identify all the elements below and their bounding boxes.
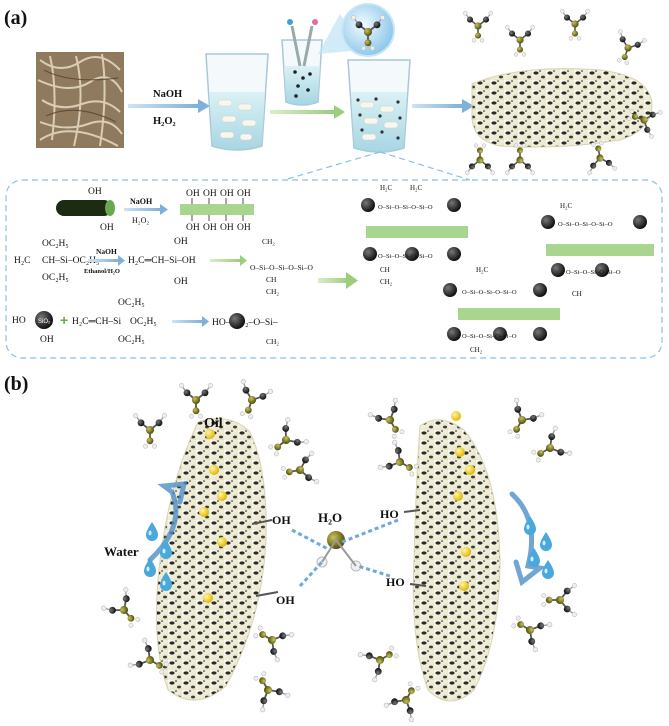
- row1-arrow-bottom: H₂O₂: [132, 216, 149, 225]
- pretreatment-arrow: [128, 99, 210, 113]
- aerogel-right: [357, 397, 577, 723]
- row3-oc2h5-mid: OC₂H₅: [130, 317, 157, 327]
- panel-b-label: (b): [4, 373, 28, 395]
- silane-h2c: H₂C: [14, 256, 31, 266]
- scheme-row-sio2-grafting: HO SiO₂ OH + H₂C═CH–Si OC₂H₅ OC₂H₅ OC₂H₅…: [12, 298, 279, 346]
- reagent-h2o2: H₂O₂: [153, 116, 176, 127]
- modified-aerogel: [463, 9, 663, 175]
- net-chain-3: O–Si–O–Si–O–Si–O: [558, 221, 613, 228]
- net-chain-1: O–Si–O–Si–O–Si–O: [378, 204, 433, 211]
- net-ch2-2: CH₂: [470, 346, 483, 354]
- arrow-to-network: [318, 272, 358, 289]
- hydroxyl-left-upper: OH: [272, 513, 291, 527]
- net-chain-6: O–Si–O–Si–O–Si–O: [462, 333, 517, 340]
- oh-up-4: OH: [237, 189, 251, 199]
- net-chain-4: O–Si–O–Si–O–Si–O: [566, 269, 621, 276]
- oil-label: Oil: [204, 416, 223, 431]
- reagent-naoh: NaOH: [153, 89, 182, 100]
- oh-down-4: OH: [237, 223, 251, 233]
- beaker-treated-fibers: [206, 54, 268, 150]
- row3-oc2h5-top: OC₂H₅: [118, 298, 145, 308]
- silane-oc2h5-top: OC₂H₅: [42, 239, 69, 249]
- panel-a-label: (a): [4, 7, 27, 29]
- water-molecule: [317, 531, 361, 571]
- water-label: Water: [104, 544, 139, 559]
- net-chain-2: O–Si–O–Si–O–Si–O: [378, 253, 433, 260]
- siloxane-ch2-b: CH₂: [266, 287, 279, 296]
- siloxane-ch-a: CH: [266, 275, 277, 284]
- sio2-label-a: SiO₂: [38, 319, 51, 325]
- net-h2c-2: H₂C: [410, 184, 422, 192]
- oh-up-3: OH: [220, 189, 234, 199]
- grafted-ch2: CH₂: [266, 337, 279, 346]
- oh-down-3: OH: [220, 223, 234, 233]
- hydroxyl-right-lower: HO: [386, 575, 405, 589]
- row2-arrow-top: NaOH: [96, 247, 117, 256]
- row1-arrow-top: NaOH: [130, 197, 153, 206]
- oh-up-1: OH: [186, 189, 200, 199]
- silica-network: H₂C H₂C O–Si–O–Si–O–Si–O O–Si–O–Si–O–Si–…: [361, 184, 654, 354]
- beaker-silane: [282, 19, 322, 105]
- raw-fiber-photo: [36, 52, 124, 148]
- net-ch-1: CH: [380, 266, 390, 274]
- sio2-ho: HO: [12, 316, 26, 326]
- silane-oc2h5-bottom: OC₂H₅: [42, 273, 69, 283]
- silanol-oh-a: OH: [174, 237, 188, 247]
- net-ch2-1: CH₂: [380, 278, 393, 286]
- hydroxyl-left-lower: OH: [276, 593, 295, 607]
- beaker-modified-fibers: [348, 60, 410, 152]
- silanol-oh-b: OH: [174, 277, 188, 287]
- zoom-molecule-balloon: [318, 4, 394, 56]
- water-repel-arrow-right: [512, 494, 554, 582]
- sio2-oh: OH: [40, 335, 54, 345]
- row3-vinyl-si: H₂C═CH–Si: [72, 317, 121, 327]
- net-h2c-1: H₂C: [380, 184, 392, 192]
- row2-arrow-bottom: Ethanol/H₂O: [84, 268, 120, 275]
- plus-sign: +: [60, 312, 68, 328]
- grafted-product: HO–SiO₂–O–Si–: [212, 318, 278, 328]
- net-ch-2: CH: [572, 290, 582, 298]
- siloxane-chain: O–Si–O–Si–O–Si–O: [250, 263, 314, 272]
- net-h2c-3: H₂C: [560, 202, 572, 210]
- arrow-to-aerogel: [412, 99, 474, 113]
- net-chain-5: O–Si–O–Si–O–Si–O: [462, 289, 517, 296]
- scheme-row-silane-hydrolysis: OC₂H₅ H₂C CH–Si–OC₂H₅ OC₂H₅ NaOH Ethanol…: [14, 237, 314, 296]
- oh-up-2: OH: [203, 189, 217, 199]
- siloxane-ch2-a: CH₂: [262, 237, 275, 246]
- row3-oc2h5-bottom: OC₂H₅: [118, 335, 145, 345]
- hydroxyl-right-upper: HO: [380, 507, 399, 521]
- fiber-oh-top: OH: [88, 187, 102, 197]
- scheme-row-fiber-activation: OH OH NaOH H₂O₂ OH OH OH OH OH OH OH OH: [56, 187, 254, 233]
- h2o-label: H₂O: [318, 510, 342, 525]
- oh-down-2: OH: [203, 223, 217, 233]
- fiber-oh-bottom: OH: [100, 223, 114, 233]
- arrow-to-modification: [270, 105, 345, 119]
- net-h2c-4: H₂C: [476, 266, 488, 274]
- oh-down-1: OH: [186, 223, 200, 233]
- silanol-product: H₂C═CH–Si–OH: [128, 256, 196, 266]
